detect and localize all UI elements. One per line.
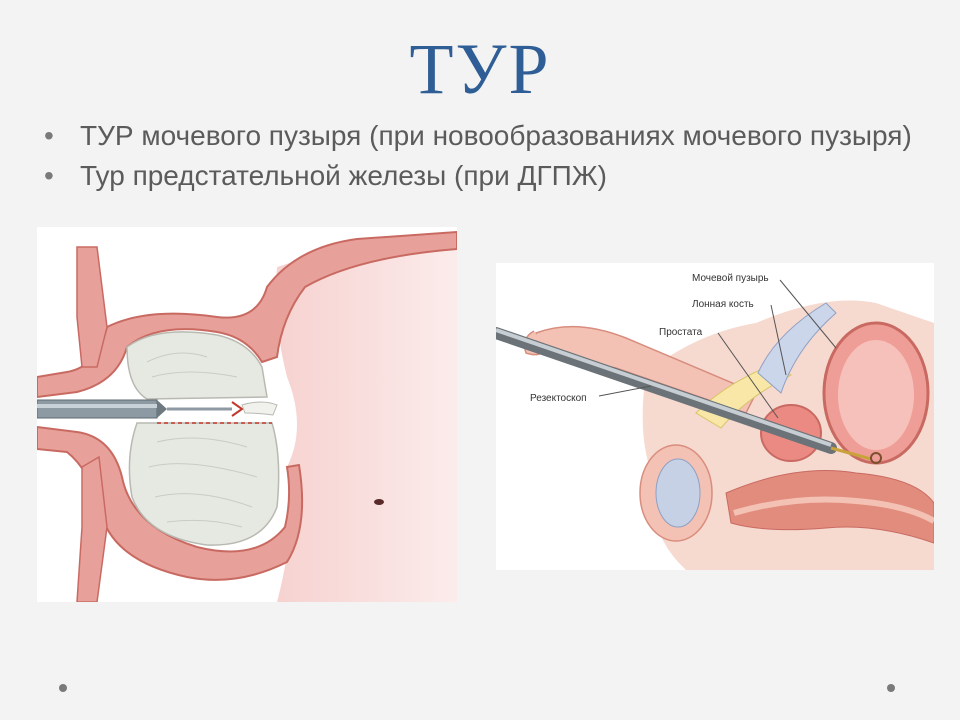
anatomy-drawing	[36, 230, 458, 603]
bullet-icon: •	[44, 120, 54, 151]
turp-sagittal-illustration: Мочевой пузырь Лонная кость Простата Рез…	[490, 263, 936, 570]
corner-dot-left	[59, 684, 67, 692]
label-resectoscope: Резектоскоп	[530, 393, 587, 404]
label-prostate: Простата	[659, 327, 703, 338]
corner-dot-right	[887, 684, 895, 692]
label-pubic-bone: Лонная кость	[692, 299, 754, 310]
prostate-resection-illustration	[36, 227, 458, 603]
label-bladder: Мочевой пузырь	[692, 273, 769, 284]
slide-title: ТУР	[409, 29, 551, 109]
bullet-text: ТУР мочевого пузыря (при новообразования…	[80, 120, 912, 151]
bullet-item: • ТУР мочевого пузыря (при новообразовани…	[44, 118, 924, 154]
bullet-item: • Тур предстательной железы (при ДГПЖ)	[44, 158, 924, 194]
sagittal-drawing: Мочевой пузырь Лонная кость Простата Рез…	[490, 273, 936, 570]
bullet-icon: •	[44, 160, 54, 191]
bullet-text: Тур предстательной железы (при ДГПЖ)	[80, 160, 607, 191]
bullet-list: • ТУР мочевого пузыря (при новообразовани…	[44, 118, 924, 198]
